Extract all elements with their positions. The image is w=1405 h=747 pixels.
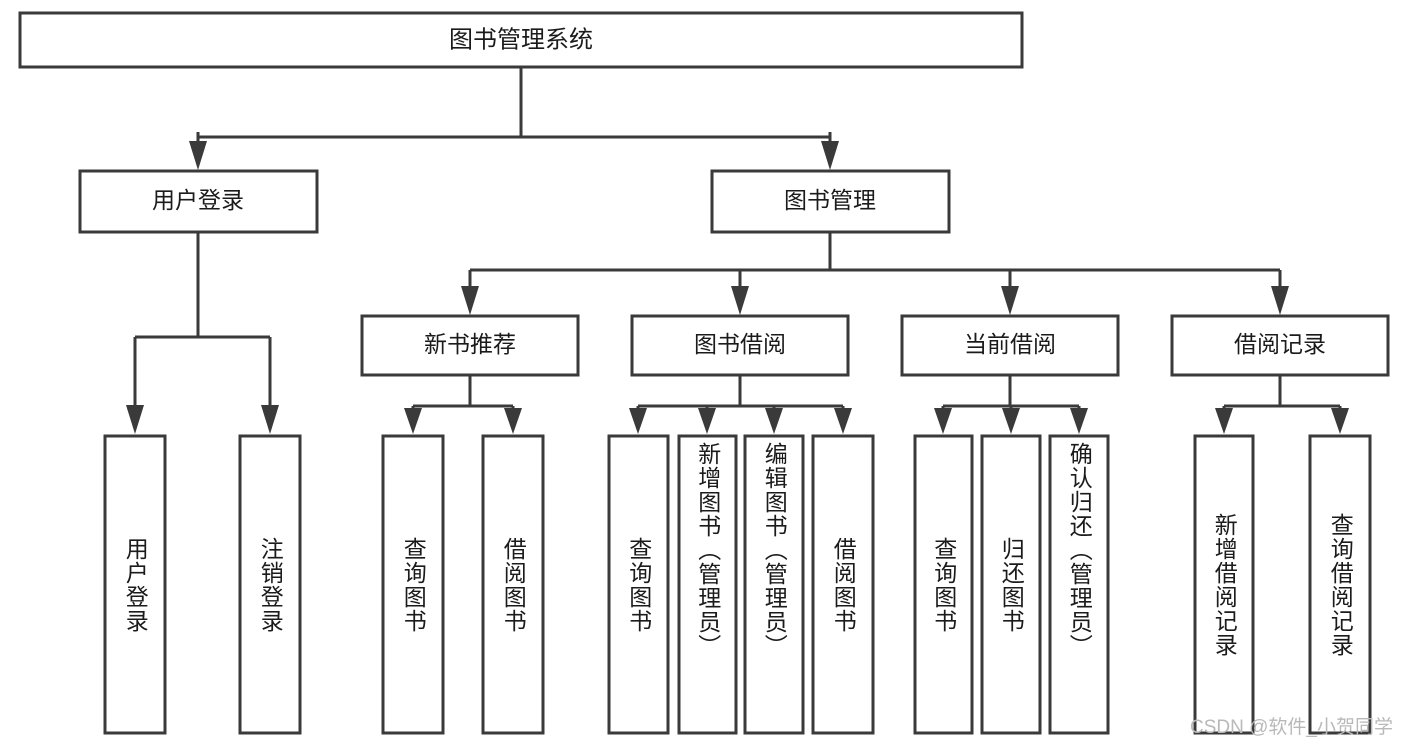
node-borrow-record-box[interactable] <box>1170 314 1390 377</box>
arrow-head-new-book-recommend <box>461 286 479 315</box>
node-book-borrow[interactable]: 图书借阅 <box>630 314 850 377</box>
node-leaf-query-book-recommend-box[interactable] <box>381 434 445 735</box>
arrow-head-book-borrow <box>731 286 749 315</box>
node-leaf-add-book-admin-box[interactable] <box>677 434 738 735</box>
node-leaf-confirm-return-admin-box[interactable] <box>1048 434 1110 735</box>
arrow-head-user-login <box>189 141 207 170</box>
arrow-head-leaf-query-borrow-record <box>1331 408 1349 434</box>
connector-layer <box>126 67 1349 434</box>
node-new-book-recommend[interactable]: 新书推荐 <box>360 314 580 377</box>
node-book-management[interactable]: 图书管理 <box>710 169 951 234</box>
node-current-borrow-label: 当前借阅 <box>964 331 1056 357</box>
node-leaf-query-book-borrow-box[interactable] <box>607 434 670 735</box>
node-leaf-query-borrow-record-box[interactable] <box>1308 434 1372 735</box>
node-leaf-user-login-box[interactable] <box>103 434 167 735</box>
node-leaf-borrow-book-box[interactable] <box>811 434 875 735</box>
arrow-head-leaf-query-book-current <box>934 408 952 434</box>
arrow-head-leaf-edit-book-admin <box>765 408 783 434</box>
node-borrow-record[interactable]: 借阅记录 <box>1170 314 1390 377</box>
node-current-borrow-box[interactable] <box>900 314 1120 377</box>
node-leaf-logout-box[interactable] <box>238 434 302 735</box>
arrow-head-leaf-confirm-return-admin <box>1070 408 1088 434</box>
node-user-login-box[interactable] <box>78 169 319 234</box>
node-new-book-recommend-box[interactable] <box>360 314 580 377</box>
node-leaf-query-book-current-box[interactable] <box>913 434 974 735</box>
arrow-head-current-borrow <box>1001 286 1019 315</box>
node-book-management-label: 图书管理 <box>784 187 876 213</box>
arrow-head-leaf-logout <box>261 405 279 434</box>
node-current-borrow[interactable]: 当前借阅 <box>900 314 1120 377</box>
arrow-head-leaf-add-borrow-record <box>1215 408 1233 434</box>
arrow-head-borrow-record <box>1271 286 1289 315</box>
node-leaf-add-borrow-record-box[interactable] <box>1193 434 1255 735</box>
arrow-head-leaf-query-book-recommend <box>404 408 422 434</box>
arrow-head-leaf-user-login <box>126 405 144 434</box>
node-root-box[interactable] <box>18 11 1024 69</box>
arrow-head-leaf-borrow-book <box>834 408 852 434</box>
node-new-book-recommend-label: 新书推荐 <box>424 331 516 357</box>
node-leaf-edit-book-admin-box[interactable] <box>743 434 805 735</box>
node-root[interactable]: 图书管理系统 <box>18 11 1024 69</box>
node-user-login-label: 用户登录 <box>152 187 244 213</box>
node-book-management-box[interactable] <box>710 169 951 234</box>
arrow-head-leaf-return-book <box>1002 408 1020 434</box>
arrow-head-book-management <box>821 141 839 170</box>
node-root-label: 图书管理系统 <box>449 26 593 53</box>
arrow-head-leaf-add-book-admin <box>698 408 716 434</box>
node-leaf-return-book-box[interactable] <box>980 434 1042 735</box>
node-leaf-borrow-book-recommend-box[interactable] <box>481 434 545 735</box>
arrow-head-leaf-query-book-borrow <box>629 408 647 434</box>
node-book-borrow-box[interactable] <box>630 314 850 377</box>
arrow-head-leaf-borrow-book-recommend <box>504 408 522 434</box>
node-layer: 图书管理系统 用户登录 图书管理 新书推荐 图书借阅 <box>18 11 1390 735</box>
node-user-login[interactable]: 用户登录 <box>78 169 319 234</box>
node-borrow-record-label: 借阅记录 <box>1234 331 1326 357</box>
node-book-borrow-label: 图书借阅 <box>694 331 786 357</box>
